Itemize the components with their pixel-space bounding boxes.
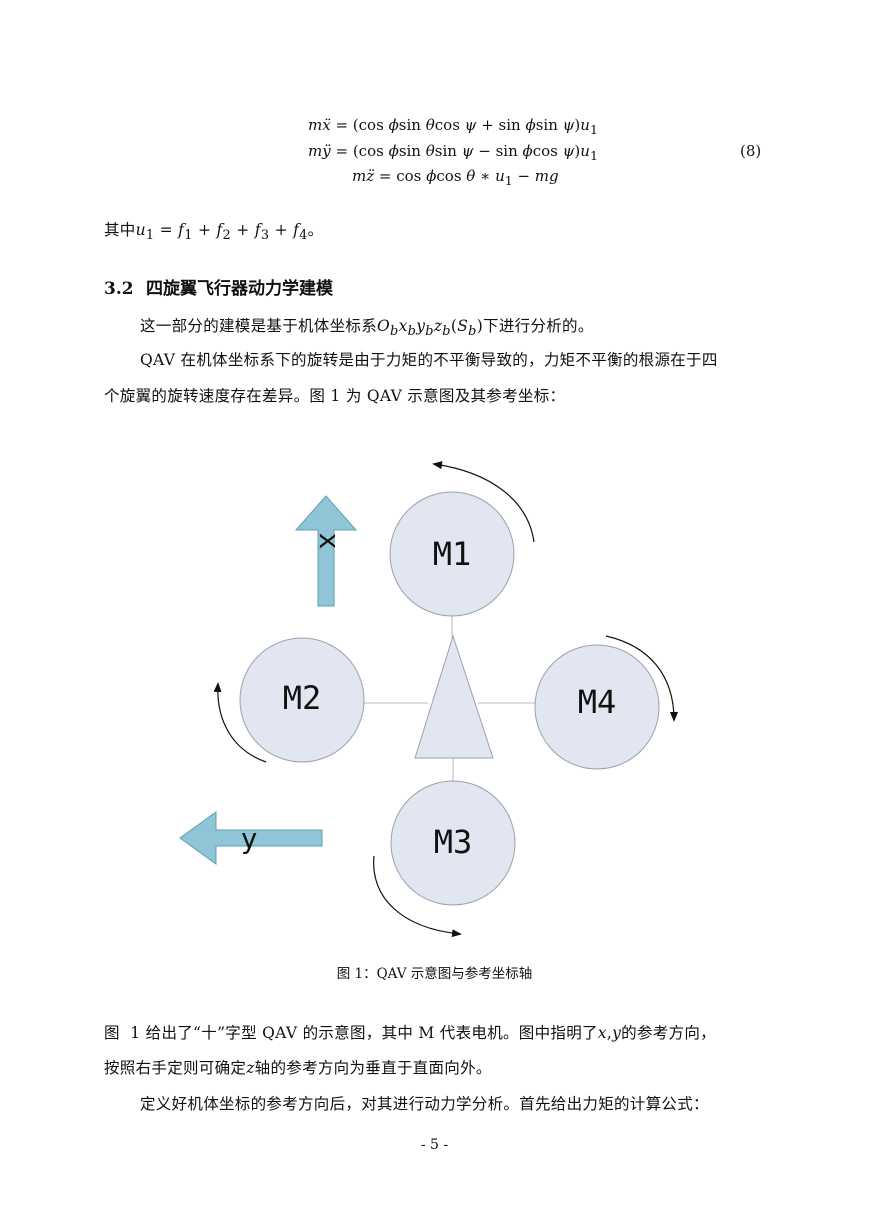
equation-line-3: mz̈ = cos ϕcos θ ∗ u1 − mg [352,167,559,188]
motor-m3-label: M3 [434,823,473,861]
x-axis-label: x [313,533,346,550]
x-axis-arrow: x [294,495,358,607]
motor-m2: M2 [239,637,365,763]
paragraph-4: 定义好机体坐标的参考方向后，对其进行动力学分析。首先给出力矩的计算公式： [140,1095,709,1113]
motor-m4: M4 [534,644,660,770]
paragraph-1: 这一部分的建模是基于机体坐标系Obxbybzb(Sb)下进行分析的。 [140,317,594,340]
paragraph-3-line-2: 按照右手定则可确定z轴的参考方向为垂直于直面向外。 [104,1059,492,1077]
body-triangle [414,634,494,759]
rotation-arrow-m1 [432,461,535,543]
rotation-arrow-m2 [213,682,267,763]
where-clause: 其中u1 = f1 + f2 + f3 + f4。 [104,221,324,244]
motor-m1-label: M1 [433,535,472,573]
rotation-arrow-m4 [605,635,678,722]
rotation-arrow-m3 [373,855,462,938]
equation-number: (8) [740,142,762,160]
motor-m2-label: M2 [283,679,322,717]
y-axis-label: y [241,822,258,855]
page-number: - 5 - [420,1137,449,1153]
motor-m1: M1 [389,491,515,617]
motor-m3: M3 [390,780,516,906]
paragraph-2-line-2: 个旋翼的旋转速度存在差异。图 1 为 QAV 示意图及其参考坐标： [104,387,566,405]
equation-line-1: mẍ = (cos ϕsin θcos ψ + sin ϕsin ψ)u1 [308,116,598,137]
section-heading: 3.2 四旋翼飞行器动力学建模 [104,274,333,299]
paragraph-2-line-1: QAV 在机体坐标系下的旋转是由于力矩的不平衡导致的，力矩不平衡的根源在于四 [140,351,718,369]
section-number: 3.2 [104,279,134,299]
motor-m4-label: M4 [578,683,617,721]
figure-caption: 图 1：QAV 示意图与参考坐标轴 [336,966,533,982]
equation-line-2: mÿ = (cos ϕsin θsin ψ − sin ϕcos ψ)u1 [308,142,598,163]
qav-figure: M1 M2 M3 M4 x y [179,461,678,938]
paragraph-3-line-1: 图 1 给出了“十”字型 QAV 的示意图，其中 M 代表电机。图中指明了x,y… [104,1024,716,1042]
section-title: 四旋翼飞行器动力学建模 [146,279,333,299]
y-axis-arrow: y [179,811,323,865]
